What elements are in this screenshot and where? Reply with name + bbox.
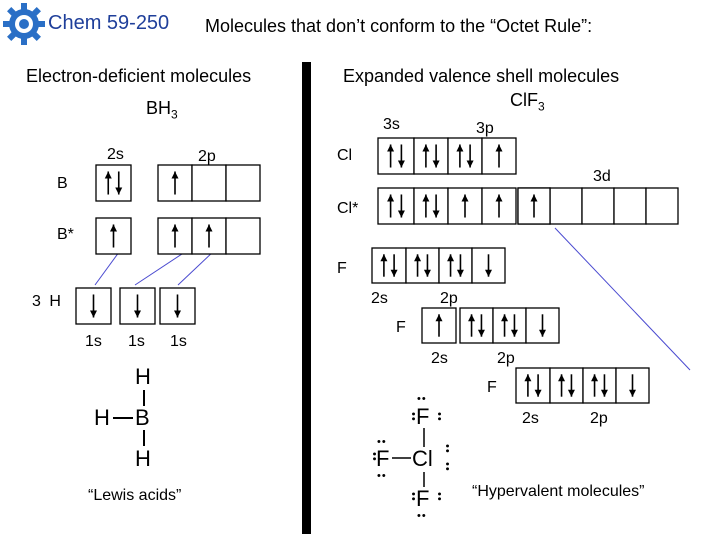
cl-3p-boxes xyxy=(413,137,517,175)
f3-2p-boxes xyxy=(549,367,650,404)
b-2s-box xyxy=(95,164,132,202)
bh3-formula: BH3 xyxy=(146,98,178,122)
lone-pair-bottom-left: •• xyxy=(407,492,419,502)
f1-2s-box xyxy=(371,247,407,284)
orbital-boxes xyxy=(75,137,679,404)
clf3-formula-main: ClF xyxy=(510,90,538,110)
lewis-h-left: H xyxy=(94,405,110,430)
bh3-bonds xyxy=(113,390,145,446)
lewis-h-bottom: H xyxy=(135,446,151,471)
cl-star-3s-box xyxy=(377,187,415,225)
fluorine-1-2s-label: 2s xyxy=(371,290,388,307)
lone-pair-left-below: •• xyxy=(377,470,387,482)
gear-logo-icon xyxy=(3,3,45,45)
clf3-bonds xyxy=(392,428,425,487)
fluorine-3-2p-label: 2p xyxy=(590,410,608,427)
lone-pair-top-above: •• xyxy=(417,393,427,405)
cl-orbital-3p-label: 3p xyxy=(476,120,494,137)
lewis-f-top: F xyxy=(416,404,430,429)
f1-2p-boxes xyxy=(405,247,506,284)
h1-orbital-label: 1s xyxy=(85,333,102,350)
lewis-f-bottom: F xyxy=(416,486,430,511)
b-star-2p-boxes xyxy=(157,217,261,255)
atom-cl-star-label: Cl* xyxy=(337,200,359,217)
cl-star-3p-boxes xyxy=(413,187,517,225)
f2-2s-box xyxy=(421,307,457,344)
cl-3s-box xyxy=(377,137,415,175)
clf3-formula: ClF3 xyxy=(510,90,545,114)
f3-2s-box xyxy=(515,367,551,404)
b-2p-boxes xyxy=(157,164,261,202)
lone-pair-cl-right-1: •• xyxy=(441,444,453,454)
fluorine-1-2p-label: 2p xyxy=(440,290,458,307)
hybrid-connector-lines xyxy=(94,227,691,371)
lone-pair-bottom-below: •• xyxy=(417,510,427,522)
h3-orbital-label: 1s xyxy=(170,333,187,350)
h2-1s-box xyxy=(119,287,156,325)
lone-pair-cl-right-2: •• xyxy=(441,462,453,472)
atom-b-star-label: B* xyxy=(57,226,74,243)
b-orbital-2s-label: 2s xyxy=(107,146,124,163)
h3-1s-box xyxy=(159,287,196,325)
right-heading: Expanded valence shell molecules xyxy=(343,66,620,86)
cl-orbital-3d-label: 3d xyxy=(593,168,611,185)
course-code: Chem 59-250 xyxy=(48,12,170,34)
fluorine-2-2p-label: 2p xyxy=(497,350,515,367)
fluorine-3-2s-label: 2s xyxy=(522,410,539,427)
fluorine-2-label: F xyxy=(396,319,406,336)
cl-orbital-3s-label: 3s xyxy=(383,116,400,133)
lewis-b-center: B xyxy=(135,405,150,430)
bh3-formula-main: BH xyxy=(146,98,172,118)
hypervalent-caption: “Hypervalent molecules” xyxy=(472,483,645,500)
hydrogen-count-label: 3 H xyxy=(32,293,63,310)
left-heading: Electron-deficient molecules xyxy=(26,66,252,86)
lone-pair-left-above: •• xyxy=(377,436,387,448)
h2-orbital-label: 1s xyxy=(128,333,145,350)
lone-pair-top-left: •• xyxy=(407,412,419,422)
lone-pair-top-right: •• xyxy=(433,412,445,422)
fluorine-2-2s-label: 2s xyxy=(431,350,448,367)
lewis-h-top: H xyxy=(135,364,151,389)
lewis-cl-center: Cl xyxy=(412,446,433,471)
lewis-acids-caption: “Lewis acids” xyxy=(88,487,182,504)
clf3-formula-sub: 3 xyxy=(538,99,545,114)
atom-b-label: B xyxy=(57,175,68,192)
b-orbital-2p-label: 2p xyxy=(198,148,216,165)
fluorine-3-label: F xyxy=(487,379,497,396)
lewis-f-left: F xyxy=(376,446,390,471)
bh3-formula-sub: 3 xyxy=(171,107,178,122)
section-divider xyxy=(302,62,311,534)
lone-pair-bottom-right: •• xyxy=(433,492,445,502)
fluorine-1-label: F xyxy=(337,260,347,277)
b-star-2s-box xyxy=(95,217,132,255)
h1-1s-box xyxy=(75,287,112,325)
lone-pair-left-side: •• xyxy=(368,452,380,462)
f2-2p-boxes xyxy=(459,307,560,344)
cl-star-3d-box xyxy=(517,187,551,225)
atom-cl-label: Cl xyxy=(337,147,353,164)
slide-title: Molecules that don’t conform to the “Oct… xyxy=(205,16,593,36)
